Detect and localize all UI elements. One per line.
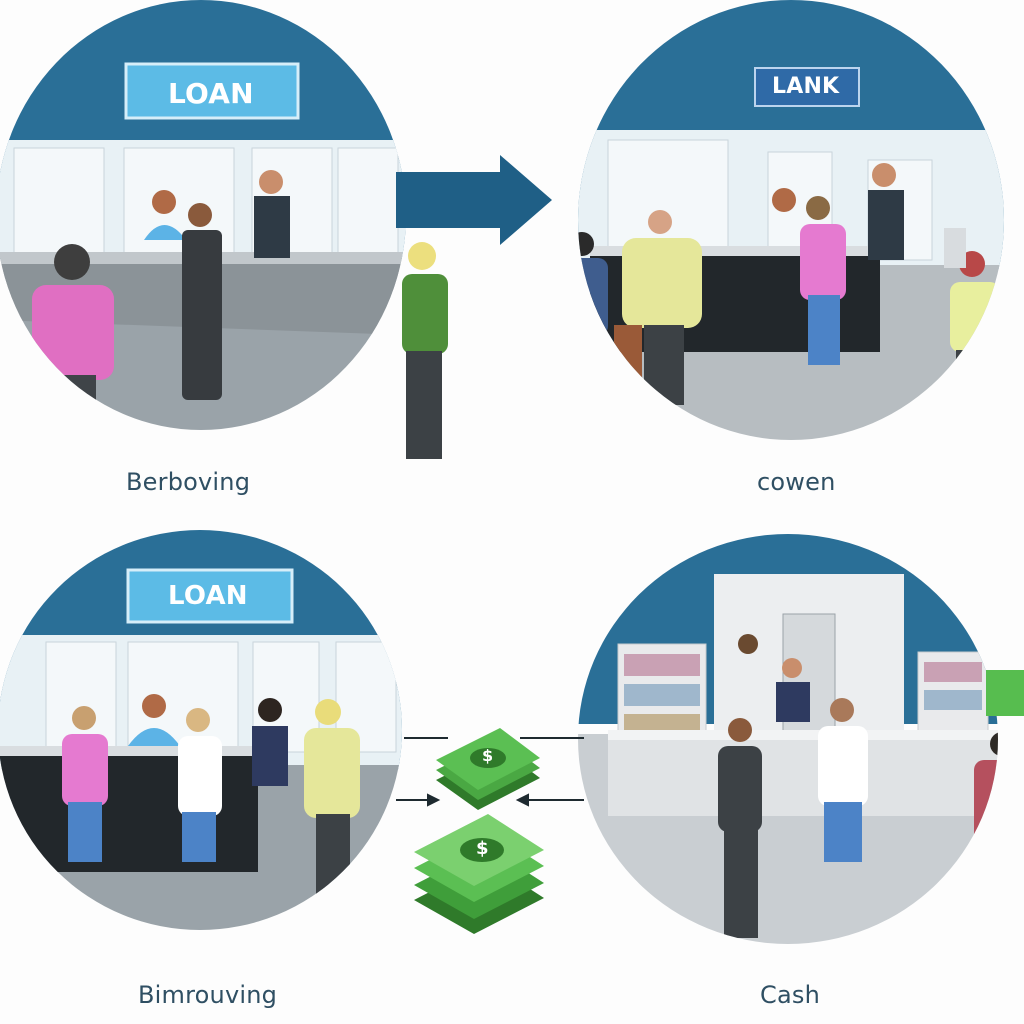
scene-cash-office-4: [578, 534, 998, 944]
green-panel: [986, 670, 1024, 716]
scene-2-caption: cowen: [757, 468, 836, 496]
scene-1-cutaway: [396, 236, 466, 466]
scene-4-caption: Cash: [760, 981, 820, 1009]
scene-1-illustration: [0, 0, 406, 430]
customer-green-shirt: [402, 242, 448, 459]
scene-2-illustration: [578, 0, 1004, 440]
scene-3-sign-text: LOAN: [168, 581, 248, 611]
scene-1-sign-text: LOAN: [168, 77, 254, 110]
scene-2-sign-text: LANK: [772, 74, 840, 99]
money-symbol-top: $: [482, 746, 494, 765]
scene-1-caption: Berboving: [126, 468, 251, 496]
scene-3-caption: Bimrouving: [138, 981, 278, 1009]
scene-loan-office-1: [0, 0, 406, 430]
money-symbol-bottom: $: [476, 838, 489, 859]
scene-bank-office-2: [578, 0, 1004, 440]
scene-4-illustration: [578, 534, 998, 944]
money-stack-icon-top: [436, 728, 540, 810]
arrow-right-icon: [396, 155, 552, 245]
money-stack-icon-bottom: [414, 814, 544, 934]
